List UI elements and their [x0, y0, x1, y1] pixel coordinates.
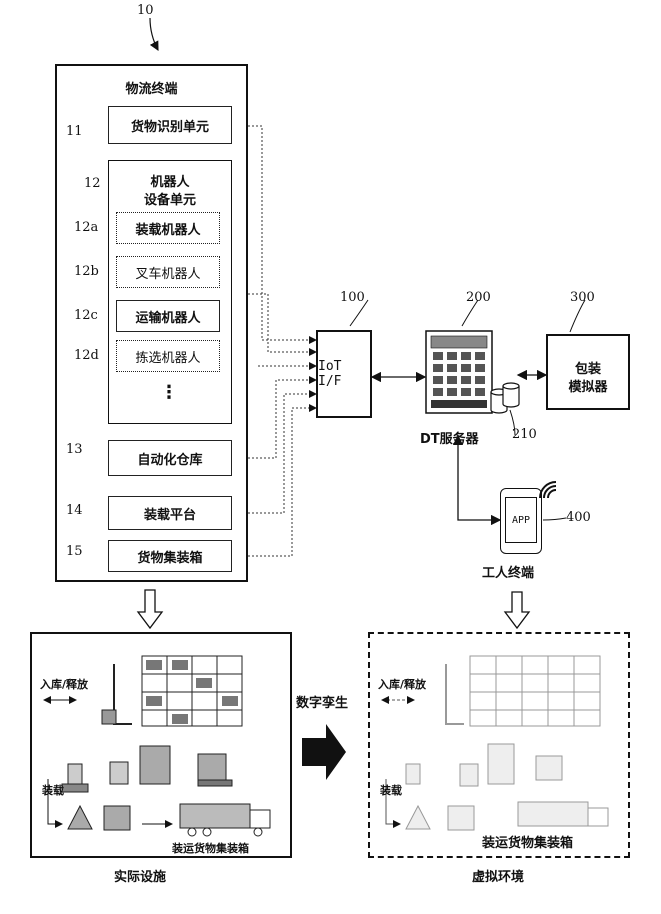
packaging-simulator: 包装 模拟器: [546, 334, 630, 410]
virtual-rack-icon: [470, 656, 600, 726]
virtual-env-panel: 入库/释放 装载 装运货物集装箱: [368, 632, 630, 858]
iot-if-label: IoT I/F: [318, 359, 370, 389]
robot-unit-ref: 12: [84, 176, 101, 191]
crane-icon: [114, 664, 132, 724]
dt-server-label: DT服务器: [420, 428, 479, 447]
loading-robot: 装载机器人: [116, 212, 220, 244]
auto-warehouse-ref: 13: [66, 442, 83, 457]
picking-robot-label: 拣选机器人: [135, 347, 200, 366]
virtual-env-scene: [370, 634, 628, 856]
robot-ref-12c: 12c: [74, 308, 98, 323]
app-screen: APP: [505, 497, 537, 543]
real-inbound-label: 入库/释放: [40, 676, 88, 692]
packaging-simulator-ref: 300: [570, 290, 595, 305]
cargo-pile-icon: [68, 806, 92, 829]
forklift-robot: 叉车机器人: [116, 256, 220, 288]
real-facility-caption: 实际设施: [114, 866, 166, 885]
virtual-truck-label: 装运货物集装箱: [482, 832, 573, 851]
cargo-identification-ref: 11: [66, 124, 83, 139]
robot-ref-12b: 12b: [74, 264, 99, 279]
down-arrow-virtual: [505, 592, 529, 628]
dt-server-ref: 200: [466, 290, 491, 305]
loading-platform: 装载平台: [108, 496, 232, 530]
transport-robot-label: 运输机器人: [135, 307, 200, 326]
cargo-identification-label: 货物识别单元: [131, 116, 209, 135]
robot-ellipsis: ⋮: [160, 382, 178, 403]
server-rack-icon: [425, 330, 520, 416]
packaging-simulator-label-1: 包装: [548, 358, 628, 377]
fig-ref: 10: [137, 3, 154, 18]
virtual-inbound-label: 入库/释放: [378, 676, 426, 692]
virtual-env-caption: 虚拟环境: [472, 866, 524, 885]
digital-twin-label: 数字孪生: [296, 692, 348, 711]
iot-if-box: IoT I/F: [316, 330, 372, 418]
real-facility-panel: 入库/释放 装载 装运货物集装箱: [30, 632, 292, 858]
database-icon: [491, 383, 519, 413]
packaging-simulator-label-2: 模拟器: [548, 376, 628, 395]
logistics-terminal-title: 物流终端: [57, 78, 246, 97]
auto-warehouse-label: 自动化仓库: [137, 449, 202, 468]
cargo-container-label: 货物集装箱: [137, 547, 202, 566]
real-facility-scene: [32, 634, 290, 856]
virtual-loading-label: 装载: [380, 782, 402, 798]
transport-robot: 运输机器人: [116, 300, 220, 332]
loading-robot-icon: [68, 764, 82, 784]
robot-unit-label-1: 机器人: [109, 171, 231, 190]
smartphone-icon: APP: [500, 488, 542, 554]
worker-terminal-label: 工人终端: [482, 562, 534, 581]
truck-icon: [180, 804, 250, 828]
dt-worker-link: [458, 436, 500, 520]
iot-if-ref: 100: [340, 290, 365, 305]
forklift-icon: [110, 762, 128, 784]
digital-twin-arrow: [302, 724, 346, 780]
real-truck-label: 装运货物集装箱: [172, 840, 249, 856]
real-loading-label: 装载: [42, 782, 64, 798]
fig-ref-pointer: [150, 18, 158, 50]
loading-robot-label: 装载机器人: [135, 219, 200, 238]
auto-warehouse: 自动化仓库: [108, 440, 232, 476]
pallet-stack-icon: [140, 746, 170, 784]
down-arrow-real: [138, 590, 162, 628]
cargo-container: 货物集装箱: [108, 540, 232, 572]
worker-terminal-ref: 400: [566, 510, 591, 525]
loading-platform-ref: 14: [66, 503, 83, 518]
cargo-identification-unit: 货物识别单元: [108, 106, 232, 144]
picking-robot: 拣选机器人: [116, 340, 220, 372]
wifi-icon: [538, 480, 558, 500]
container-ref: 15: [66, 544, 83, 559]
app-label: APP: [512, 515, 530, 526]
forklift-robot-label: 叉车机器人: [135, 263, 200, 282]
loading-platform-label: 装载平台: [144, 504, 196, 523]
robot-ref-12d: 12d: [74, 348, 99, 363]
database-ref: 210: [512, 427, 537, 442]
virtual-crane-icon: [446, 664, 464, 724]
robot-ref-12a: 12a: [74, 220, 98, 235]
robot-unit-label-2: 设备单元: [109, 189, 231, 208]
